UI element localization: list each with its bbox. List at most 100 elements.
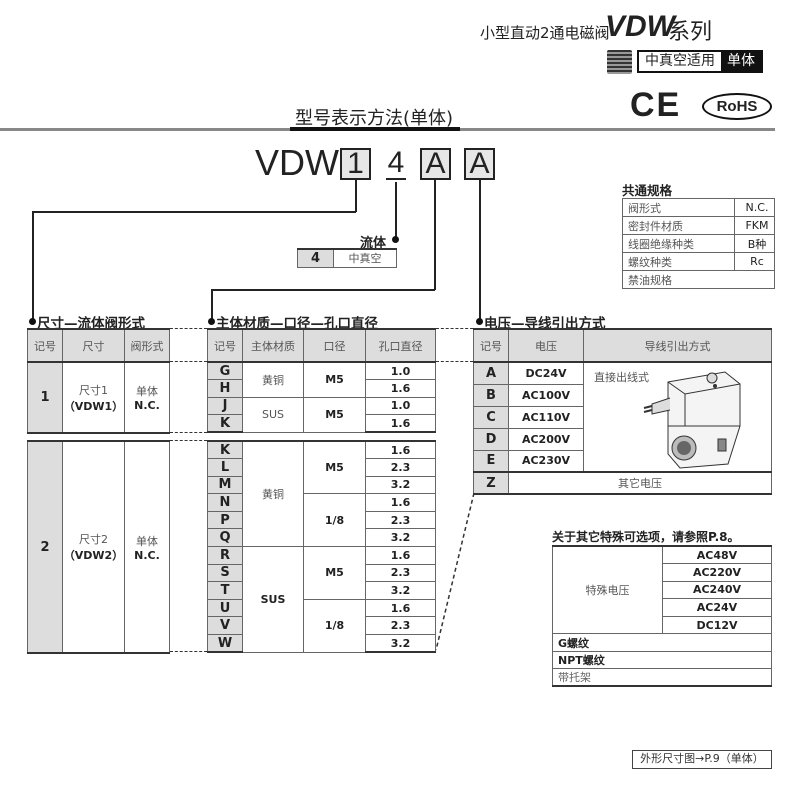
- voltage-value: AC200V: [508, 427, 584, 451]
- connector-line: [434, 180, 436, 290]
- table-row: V 2.3: [207, 616, 436, 636]
- tab-marker-icon: [607, 50, 632, 74]
- voltage-code: A: [473, 361, 509, 385]
- col-header: 电压: [508, 328, 584, 363]
- orifice: 1.0: [365, 396, 436, 415]
- voltage-code: D: [473, 427, 509, 451]
- rohs-logo: RoHS: [702, 93, 772, 120]
- size-code: 2: [27, 440, 63, 654]
- ce-mark-icon: CE: [630, 86, 682, 124]
- orifice: 2.3: [365, 563, 436, 583]
- size-model: （VDW2）: [63, 549, 124, 562]
- common-spec-title: 共通规格: [622, 183, 673, 198]
- table-row: P 2.3: [207, 510, 436, 530]
- orifice: 1.6: [365, 379, 436, 398]
- valve-type: 单体: [136, 385, 158, 398]
- series-code: VDW: [605, 10, 675, 43]
- orifice: 3.2: [365, 528, 436, 548]
- option-row: AC24V: [553, 598, 772, 617]
- body-code: W: [207, 634, 243, 654]
- size-model: （VDW1）: [63, 399, 124, 413]
- orifice: 1.6: [365, 414, 436, 433]
- col-header: 记号: [27, 328, 63, 363]
- connector-line: [32, 211, 356, 213]
- spec-value: N.C.: [734, 198, 775, 217]
- port-size: M5: [303, 361, 366, 398]
- spec-value: FKM: [734, 216, 775, 235]
- spec-row: 禁油规格: [622, 270, 775, 289]
- bullet-icon: [208, 318, 215, 325]
- spec-key: 禁油规格: [622, 270, 775, 289]
- bullet-icon: [392, 236, 399, 243]
- voltage-code: Z: [473, 471, 509, 495]
- orifice: 1.6: [365, 546, 436, 565]
- body-material: 黄铜: [242, 361, 304, 398]
- orifice: 3.2: [365, 634, 436, 654]
- size-name: 尺寸2: [79, 533, 108, 546]
- size-code: 1: [27, 361, 63, 434]
- body-code: G: [207, 361, 243, 380]
- connector-line: [355, 180, 357, 212]
- connector-line: [211, 289, 213, 319]
- body-code: N: [207, 493, 243, 512]
- voltage-code: E: [473, 449, 509, 473]
- size-section-label: 尺寸—流体阀形式: [37, 316, 145, 332]
- body-code: U: [207, 598, 243, 618]
- dashed-connector: [170, 432, 207, 433]
- orifice: 3.2: [365, 581, 436, 600]
- body-code: V: [207, 616, 243, 636]
- body-code: H: [207, 379, 243, 398]
- spec-key: 线圈绝缘种类: [622, 234, 735, 253]
- orifice: 1.0: [365, 361, 436, 380]
- spec-value: Rc: [734, 252, 775, 271]
- model-voltage-box: A: [464, 148, 495, 180]
- fluid-label: 流体: [360, 236, 387, 251]
- dashed-connector: [170, 328, 207, 329]
- port-size: M5: [303, 546, 366, 600]
- orifice: 3.2: [365, 475, 436, 495]
- body-material: 黄铜: [242, 440, 304, 548]
- model-fluid: 4: [386, 146, 406, 180]
- dimension-ref-link[interactable]: 外形尺寸图→P.9（单体）: [632, 750, 772, 769]
- option-row: G螺纹: [552, 633, 772, 652]
- option-row: DC12V: [553, 615, 772, 635]
- body-code: Q: [207, 528, 243, 548]
- special-voltage-label: 特殊电压: [552, 545, 663, 635]
- spec-key: 密封件材质: [622, 216, 735, 235]
- body-section-label: 主体材质—口径—孔口直径: [216, 316, 378, 332]
- voltage-section-label: 电压—导线引出方式: [484, 316, 606, 332]
- orifice: 2.3: [365, 616, 436, 636]
- options-note: 关于其它特殊可选项，请参照P.8。: [552, 530, 740, 544]
- dashed-connector: [170, 361, 207, 362]
- port-size: 1/8: [303, 598, 366, 653]
- orifice: 1.6: [365, 440, 436, 460]
- orifice: 1.6: [365, 493, 436, 512]
- spec-key: 螺纹种类: [622, 252, 735, 271]
- col-header: 尺寸: [62, 328, 125, 363]
- table-row: W 3.2: [207, 634, 436, 654]
- body-code: P: [207, 510, 243, 530]
- orifice: 2.3: [365, 458, 436, 477]
- section-title: 型号表示方法(单体): [295, 108, 454, 129]
- badge-main: 中真空适用: [645, 53, 715, 69]
- fluid-code: 4: [297, 248, 334, 268]
- port-size: 1/8: [303, 493, 366, 548]
- dashed-connector: [436, 328, 473, 329]
- voltage-value: AC230V: [508, 449, 584, 473]
- dashed-connector: [170, 440, 207, 441]
- orifice: 2.3: [365, 510, 436, 530]
